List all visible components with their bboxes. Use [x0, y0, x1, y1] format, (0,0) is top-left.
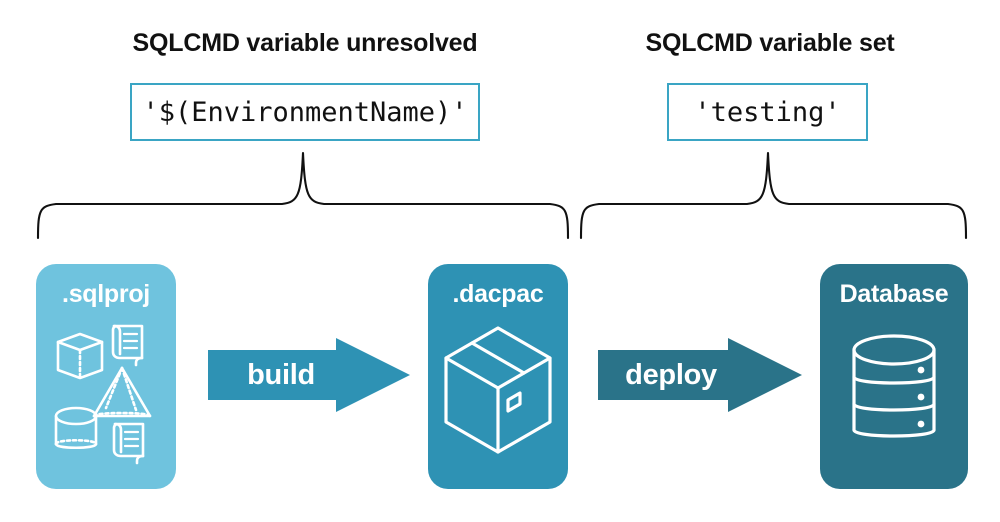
arrow-deploy-label: deploy [625, 358, 717, 391]
stage-dacpac[interactable]: .dacpac [428, 264, 568, 489]
brace-left-icon [36, 151, 570, 240]
stage-database-label: Database [839, 280, 949, 308]
arrow-build: build [208, 338, 410, 412]
stage-database[interactable]: Database [820, 264, 968, 489]
arrow-deploy-polygon [598, 338, 802, 412]
database-artwork [852, 334, 936, 438]
stage-dacpac-label: .dacpac [452, 280, 544, 308]
stage-sqlproj[interactable]: .sqlproj [36, 264, 176, 489]
arrow-build-polygon [208, 338, 410, 412]
brace-right-icon [579, 151, 968, 240]
pyramid-icon [92, 366, 152, 418]
section-heading-set: SQLCMD variable set [645, 29, 895, 57]
variable-value-box-unresolved: '$(EnvironmentName)' [130, 83, 480, 141]
arrow-deploy-shape [598, 338, 802, 412]
stage-sqlproj-label: .sqlproj [62, 280, 150, 308]
arrow-build-shape [208, 338, 410, 412]
variable-value-box-set: 'testing' [667, 83, 868, 141]
sqlproj-artwork [54, 324, 152, 465]
scroll-icon [111, 324, 144, 367]
section-heading-unresolved: SQLCMD variable unresolved [132, 29, 478, 57]
arrow-build-label: build [247, 358, 315, 391]
package-box-icon [444, 326, 552, 454]
database-cylinder-icon [852, 334, 936, 438]
cube-icon [56, 332, 104, 380]
arrow-deploy: deploy [598, 338, 802, 412]
brace-group [36, 151, 968, 240]
cylinder-icon [54, 406, 98, 450]
dacpac-artwork [444, 326, 552, 454]
scroll-icon [112, 422, 145, 465]
